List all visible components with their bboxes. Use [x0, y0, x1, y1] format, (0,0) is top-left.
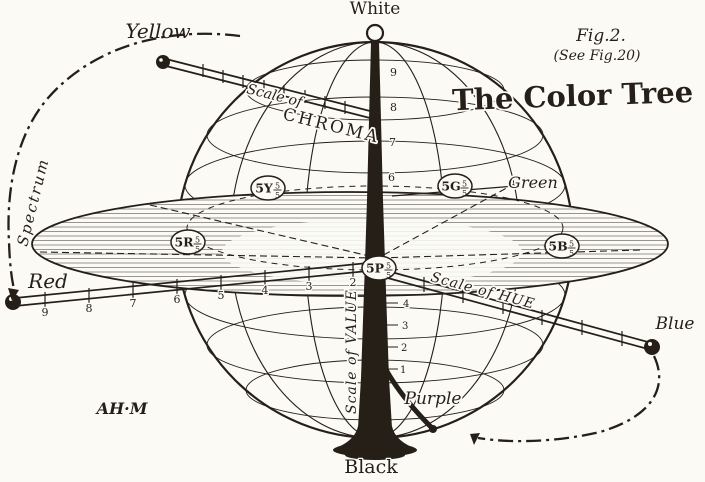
blue-label: Blue: [655, 314, 695, 334]
green-label: Green: [508, 173, 558, 192]
blue-ball: [644, 339, 660, 355]
value-tick-7: 7: [389, 136, 396, 149]
red-arm-tick-8: 8: [86, 302, 93, 315]
spectrum-curve-left: [7, 32, 241, 301]
value-tick-9: 9: [390, 66, 397, 79]
spectrum-curve-right: [477, 355, 661, 443]
badge-den: 5: [275, 191, 280, 200]
badge-hue: 5B: [548, 239, 567, 254]
red-arm-line: [14, 269, 379, 307]
badge-oval: [170, 229, 206, 255]
yellow-label: Yellow: [125, 19, 190, 43]
hue-badge-5B: 5B 5 5: [544, 233, 580, 259]
trunk-base-foot: [345, 450, 405, 460]
figure-note: (See Fig.20): [554, 48, 641, 64]
value-tick-2: 2: [401, 343, 407, 354]
badge-num: 5: [462, 180, 467, 189]
radial-dashed-lines: [39, 177, 641, 259]
chroma-arm-line: [165, 65, 371, 119]
badge-den: 5: [195, 245, 200, 254]
trunk: [358, 42, 392, 428]
value-tick-1: 1: [400, 365, 406, 376]
disc-rim: [31, 191, 669, 297]
value-trunk: 9 8 7 6 4 3 2 1: [333, 23, 437, 460]
badge-hue: 5P: [366, 261, 385, 276]
badge-den: 5: [386, 271, 391, 280]
hue-badge-5R: 5R 5 5: [170, 229, 206, 255]
chroma-arm-line: [165, 58, 371, 112]
red-arm-tick-3: 3: [306, 280, 313, 293]
badge-num: 5: [195, 236, 200, 245]
red-arm: 9 8 7 6 5 4 3 2: [5, 261, 379, 320]
white-pole-ball: [365, 23, 385, 43]
value-tick-6: 6: [388, 171, 395, 184]
badge-hue: 5G: [441, 179, 460, 194]
hue-badge-5G: 5G 5 5: [437, 173, 473, 199]
blue-arm-line: [383, 276, 649, 350]
badge-oval: [437, 173, 473, 199]
blue-ball-highlight: [648, 342, 652, 346]
chroma-arm: [156, 55, 371, 119]
white-label: White: [350, 0, 401, 19]
red-label: Red: [27, 269, 68, 293]
badge-den: 5: [569, 249, 574, 258]
purple-label: Purple: [404, 389, 462, 409]
value-tick-8: 8: [390, 101, 397, 114]
value-tick-4: 4: [403, 299, 409, 310]
badge-hue: 5Y: [255, 181, 274, 196]
badge-num: 5: [275, 182, 280, 191]
yellow-ball: [156, 55, 170, 69]
black-label: Black: [344, 456, 398, 478]
badge-num: 5: [569, 240, 574, 249]
badge-hue: 5R: [174, 235, 194, 250]
badge-num: 5: [386, 262, 391, 271]
red-arm-tick-6: 6: [174, 293, 181, 306]
trunk-base-flare: [336, 426, 414, 448]
badge-oval: [544, 233, 580, 259]
red-arm-tick-4: 4: [262, 284, 269, 297]
spectrum-arrowhead-right: [470, 433, 480, 445]
red-arm-tick-9: 9: [42, 306, 49, 319]
purple-branch-tip: [429, 425, 437, 433]
blue-arm-line: [383, 269, 649, 343]
purple-branch: [382, 365, 435, 431]
hue-badges: 5Y 5 5 5G 5 5 5R 5 5 5B 5 5 5P: [170, 173, 580, 281]
value-tick-3: 3: [402, 321, 408, 332]
value-scale-label: Scale of VALUE: [344, 289, 360, 414]
badge-oval: [361, 255, 397, 281]
blue-arm-tick-marks: [423, 277, 623, 346]
red-arm-tick-7: 7: [130, 297, 137, 310]
red-arm-line: [14, 261, 379, 299]
red-arm-tick-2: 2: [350, 276, 357, 289]
badge-den: 5: [462, 189, 467, 198]
hue-badge-5Y: 5Y 5 5: [250, 175, 286, 201]
figure-title: The Color Tree: [452, 75, 694, 117]
chroma-arm-ticks: [202, 64, 346, 114]
red-arm-tick-5: 5: [218, 289, 225, 302]
value-lower-tick-marks: [384, 302, 398, 370]
yellow-ball-highlight: [159, 58, 163, 62]
hue-badge-5P: 5P 5 5: [361, 255, 397, 281]
red-ball: [5, 294, 21, 310]
figure-number: Fig.2.: [575, 26, 626, 46]
blue-arm: [383, 269, 660, 355]
spectrum-arrowhead-left: [8, 288, 19, 301]
red-arm-tick-marks: [44, 262, 354, 307]
badge-oval: [250, 175, 286, 201]
artist-monogram: AH·M: [95, 399, 149, 418]
